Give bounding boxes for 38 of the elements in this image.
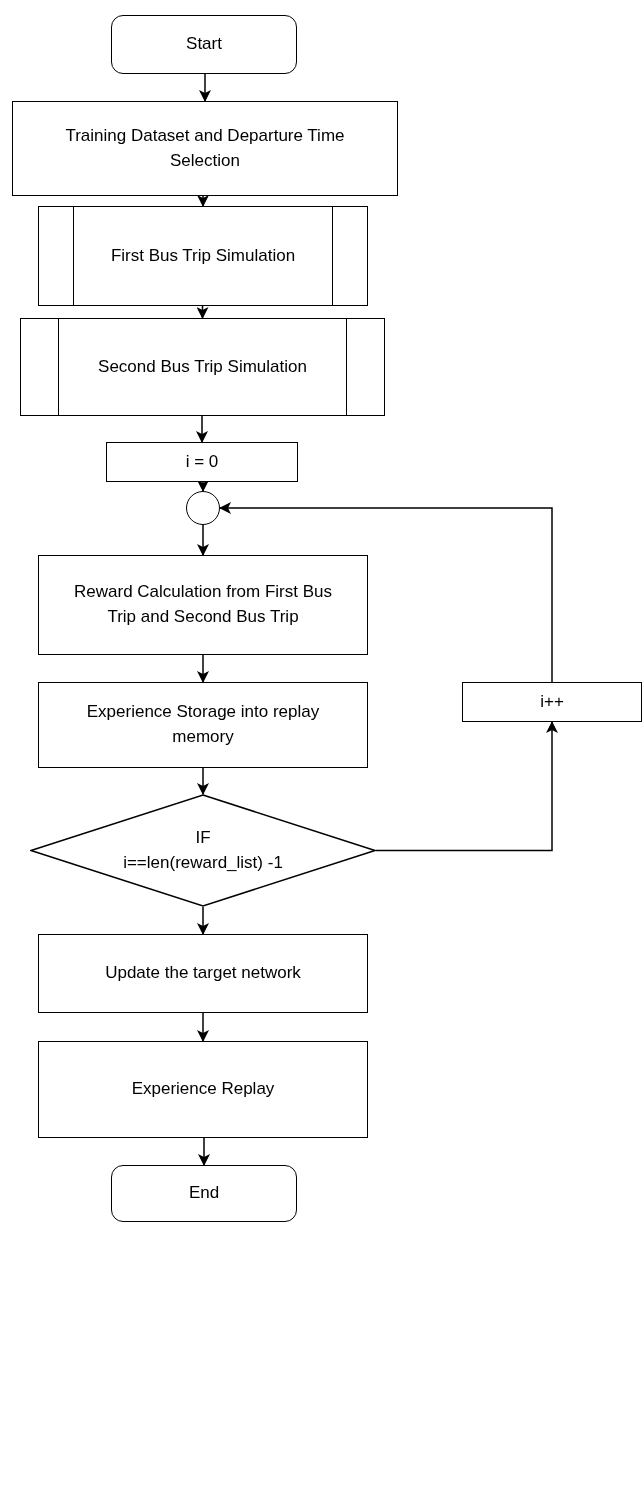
node-label: Update the target network <box>104 962 302 985</box>
process-box <box>38 934 368 1013</box>
decision-diamond <box>30 794 376 907</box>
process-box <box>38 1041 368 1138</box>
arrow <box>197 906 209 935</box>
node-label: i==len(reward_list) -1 <box>122 851 284 874</box>
process-box <box>38 555 368 655</box>
arrow <box>197 1012 209 1042</box>
arrow <box>196 415 208 443</box>
arrow <box>375 721 558 852</box>
node-label: IF <box>194 826 212 849</box>
node-label: Start <box>185 33 223 56</box>
arrow <box>197 767 209 795</box>
node-label: i = 0 <box>184 450 220 473</box>
process-box <box>106 442 298 482</box>
node-label: First Bus Trip Simulation <box>109 244 297 267</box>
arrow <box>197 480 209 492</box>
arrow <box>196 305 209 319</box>
node-label: Training Dataset and Departure Time Selection <box>64 124 346 172</box>
subprocess-box <box>38 206 368 306</box>
terminal-box <box>111 15 297 74</box>
arrow <box>197 195 209 207</box>
node-label: Experience Replay <box>130 1078 276 1101</box>
arrow <box>198 1137 210 1166</box>
terminal-box <box>111 1165 297 1222</box>
process-box <box>462 682 642 722</box>
process-box <box>38 682 368 768</box>
process-box <box>12 101 398 196</box>
arrow <box>197 524 209 556</box>
subprocess-box <box>20 318 385 416</box>
arrow <box>197 654 209 683</box>
node-label: i++ <box>539 690 565 713</box>
node-label: Experience Storage into replay memory <box>85 701 321 748</box>
node-label: Second Bus Trip Simulation <box>97 355 308 378</box>
node-label: Reward Calculation from First Bus Trip and Second Bus Trip <box>73 581 333 628</box>
node-label: End <box>187 1182 221 1205</box>
arrow <box>219 502 553 683</box>
arrow <box>199 73 211 102</box>
